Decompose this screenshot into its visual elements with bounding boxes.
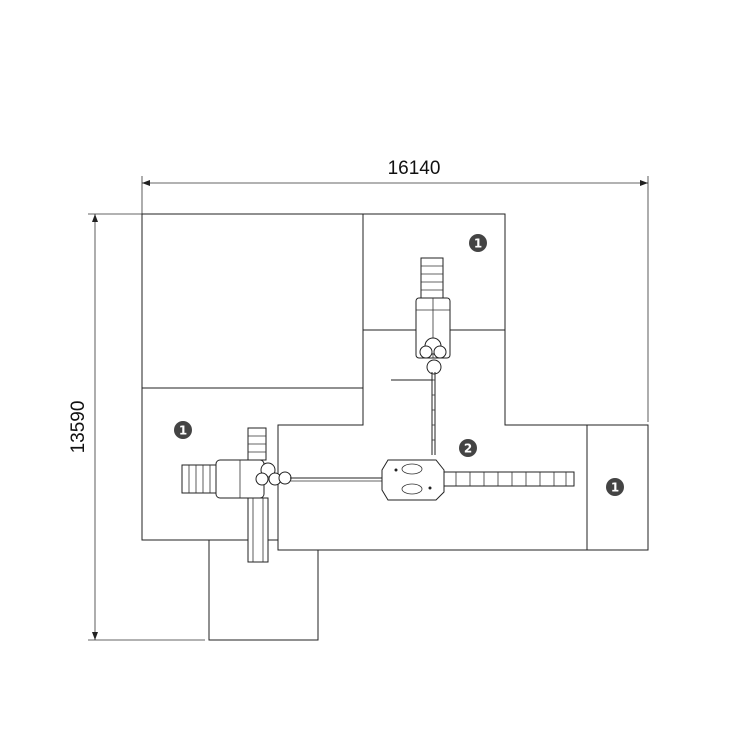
- zone-marker-right: 1: [606, 478, 624, 496]
- surface-zones: [141, 213, 649, 641]
- height-dimension-label: 13590: [68, 401, 89, 454]
- left-tower-equipment: [181, 427, 386, 563]
- zone-top-left-area: [141, 213, 364, 389]
- width-dimension: 16140: [141, 158, 649, 422]
- zone-right-area: [586, 424, 649, 551]
- zone-marker-right-label: 1: [611, 481, 619, 495]
- zone-marker-top-label: 1: [474, 237, 482, 251]
- zone-marker-left-label: 1: [179, 424, 187, 438]
- top-tower-equipment: [391, 257, 451, 455]
- zone-marker-left: 1: [174, 421, 192, 439]
- zone-marker-top: 1: [469, 234, 487, 252]
- center-climber-equipment: [381, 459, 575, 501]
- zone-marker-center-label: 2: [464, 442, 472, 456]
- height-dimension: 13590: [68, 213, 205, 641]
- zone-marker-center: 2: [459, 439, 477, 457]
- width-dimension-label: 16140: [388, 158, 441, 179]
